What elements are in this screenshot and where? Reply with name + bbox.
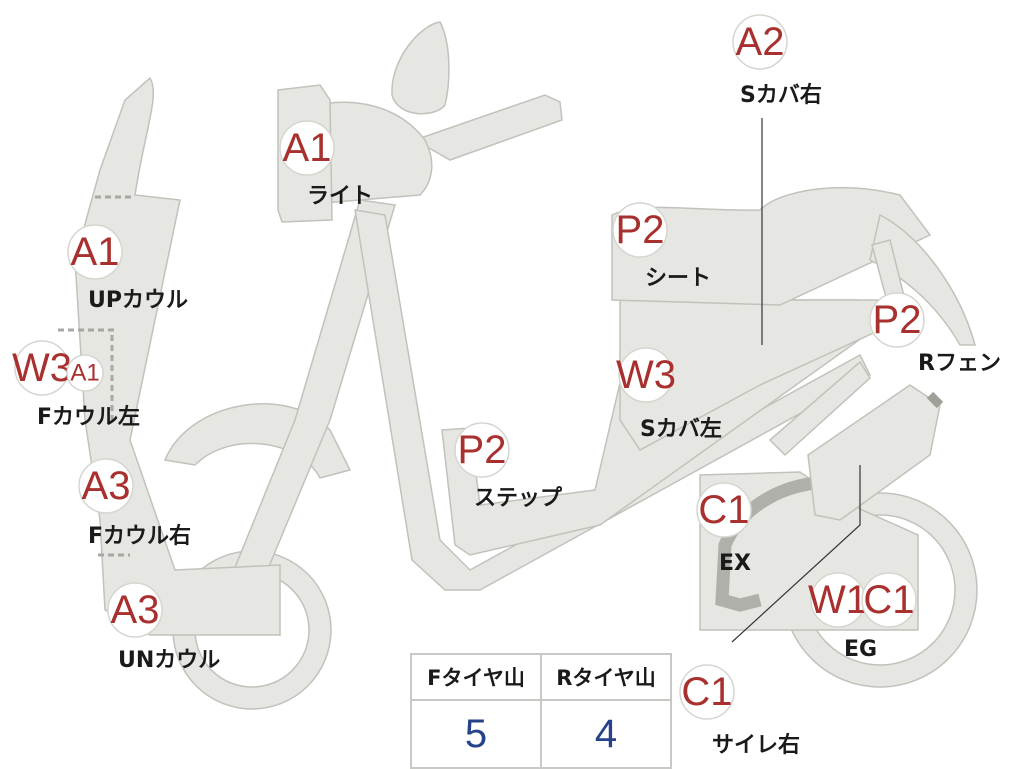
rear-fender [869,213,976,346]
svg-text:A3: A3 [82,464,131,508]
label-seat: シート [645,266,711,291]
label-step: ステップ [474,486,563,511]
svg-text:A1: A1 [283,126,332,170]
badge-under-cowl: A3 [107,582,163,638]
front-tire-header: Fタイヤ山 [410,653,542,701]
badge-engine-2: C1 [861,572,917,628]
svg-text:A1: A1 [71,230,120,274]
svg-text:W1: W1 [808,578,868,622]
tire-tread-table: Fタイヤ山 Rタイヤ山 5 4 [410,653,672,769]
label-rear-fender: Rフェン [918,351,1001,376]
svg-text:P2: P2 [616,208,665,252]
svg-text:C1: C1 [681,670,732,714]
badge-rear-fender: P2 [869,292,925,348]
headlight-body [299,101,433,206]
muffler [807,384,941,521]
badge-front-cowl-left-2: A1 [66,354,104,392]
badge-front-cowl-right: A3 [78,458,134,514]
svg-text:C1: C1 [698,488,749,532]
badge-side-cover-left: W3 [616,347,676,403]
badge-silencer-right: C1 [679,664,735,720]
label-side-cover-right: Sカバ右 [740,83,822,108]
svg-text:A1: A1 [70,360,99,387]
handlebar [413,94,563,161]
label-light: ライト [307,184,373,209]
svg-text:A2: A2 [736,20,785,64]
label-front-cowl-right: Fカウル右 [88,524,191,549]
label-silencer-right: サイレ右 [712,733,800,758]
badge-side-cover-right: A2 [732,14,788,70]
badge-engine-1: W1 [808,572,868,628]
badge-front-cowl-left-1: W3 [12,340,72,396]
rear-rail [768,360,871,457]
badge-exhaust: C1 [696,482,752,538]
svg-text:W3: W3 [12,346,72,390]
badge-light: A1 [279,120,335,176]
badge-up-cowl: A1 [67,224,123,280]
rear-tire-header: Rタイヤ山 [540,653,672,701]
rear-tire-value: 4 [540,699,672,769]
label-up-cowl: UPカウル [88,288,188,313]
label-under-cowl: UNカウル [118,648,220,673]
svg-text:A3: A3 [111,588,160,632]
svg-text:W3: W3 [616,353,676,397]
front-tire-value: 5 [410,699,542,769]
svg-text:C1: C1 [863,578,914,622]
label-exhaust: EX [719,551,751,576]
svg-text:P2: P2 [873,298,922,342]
mirror [391,21,450,115]
label-front-cowl-left: Fカウル左 [37,404,140,430]
svg-text:P2: P2 [458,428,507,472]
label-side-cover-left: Sカバ左 [640,416,722,442]
label-engine: EG [844,637,877,662]
badge-seat: P2 [612,202,668,258]
badge-step: P2 [454,422,510,478]
